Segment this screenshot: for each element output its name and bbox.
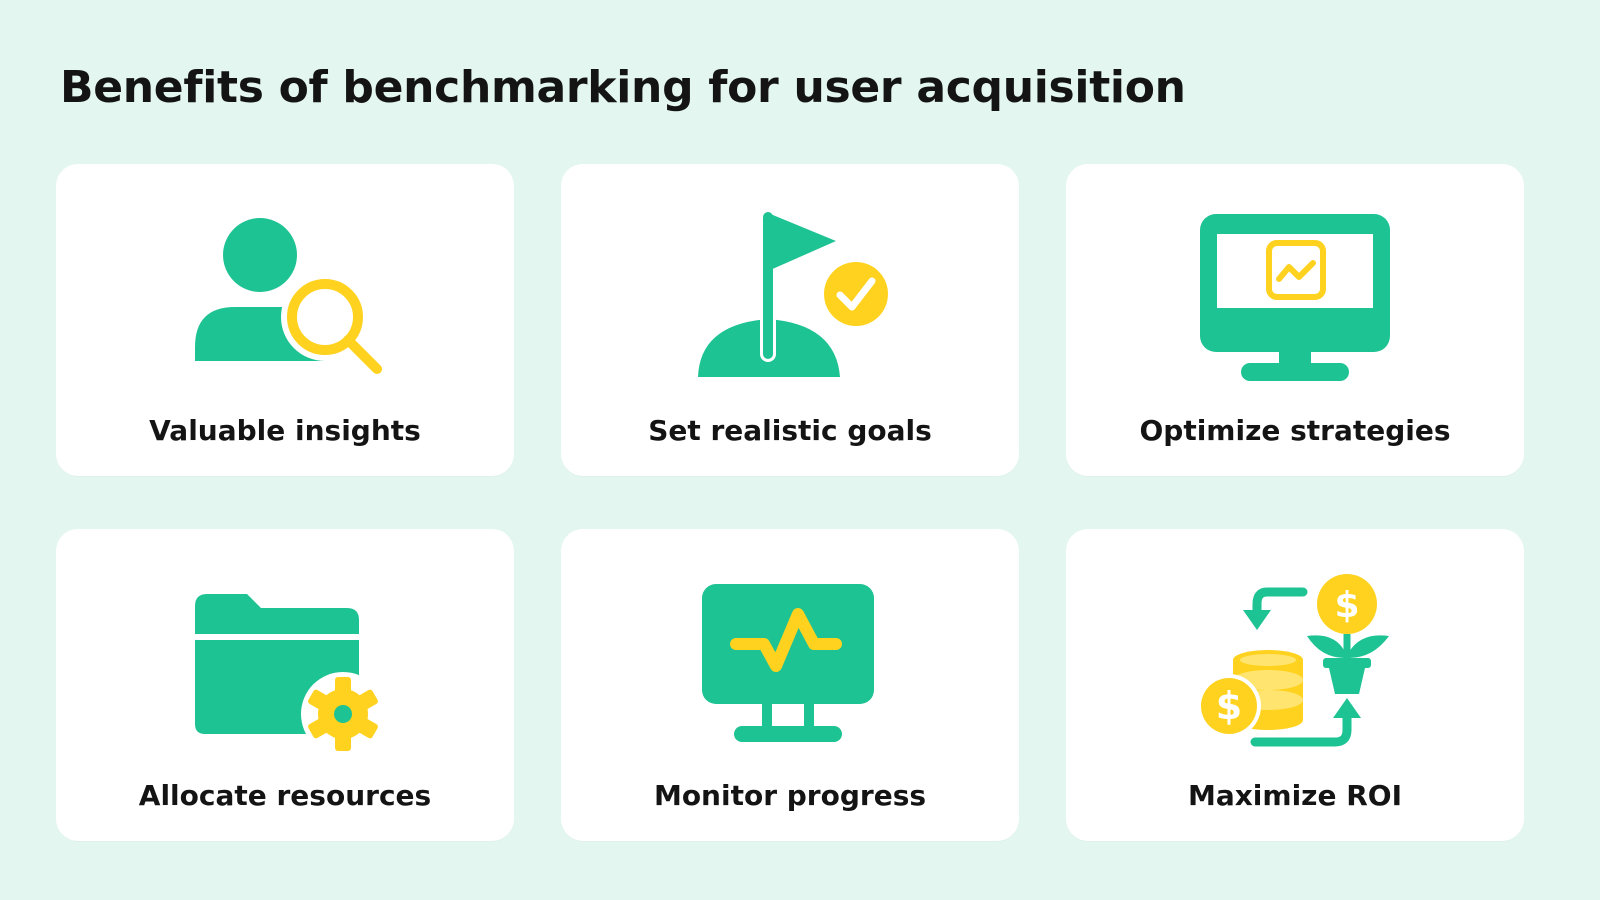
goal-flag-check-icon: [698, 209, 890, 377]
card-label: Optimize strategies: [1139, 414, 1451, 447]
benefit-card-monitor-progress: Monitor progress: [561, 529, 1019, 841]
card-label: Set realistic goals: [648, 414, 932, 447]
user-search-icon: [195, 218, 385, 379]
card-label: Monitor progress: [653, 779, 927, 812]
monitor-pulse-icon: [702, 584, 874, 742]
benefit-card-set-realistic-goals: Set realistic goals: [561, 164, 1019, 476]
folder-gear-icon: [195, 594, 385, 754]
card-label: Allocate resources: [138, 779, 432, 812]
monitor-chart-icon: [1200, 214, 1390, 381]
benefit-card-valuable-insights: Valuable insights: [56, 164, 514, 476]
svg-text:$: $: [1334, 585, 1359, 626]
card-label: Valuable insights: [149, 414, 421, 447]
page-title: Benefits of benchmarking for user acquis…: [60, 62, 1186, 113]
card-label: Maximize ROI: [1187, 779, 1402, 812]
benefit-card-optimize-strategies: Optimize strategies: [1066, 164, 1524, 476]
benefit-card-allocate-resources: Allocate resources: [56, 529, 514, 841]
money-growth-icon: $ $: [1197, 574, 1389, 747]
benefit-card-maximize-roi: $ $ Maximize ROI: [1066, 529, 1524, 841]
svg-text:$: $: [1216, 684, 1242, 728]
